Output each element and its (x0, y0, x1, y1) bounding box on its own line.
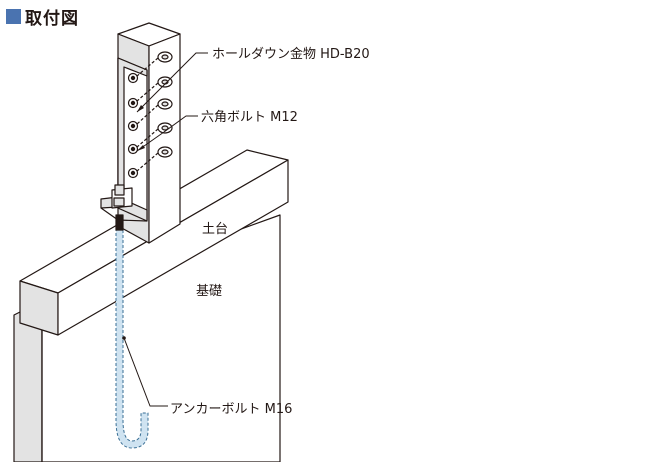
leader-arrowheads (122, 105, 145, 340)
anchor-bolt-label: アンカーボルト M16 (170, 402, 293, 417)
post-bolt-heads (157, 51, 173, 158)
hold-down-bracket (100, 57, 148, 222)
heading-square-icon (6, 9, 21, 24)
bracket-bolt-heads (127, 72, 139, 179)
foundation-label: 基礎 (196, 284, 223, 299)
sill-label: 土台 (202, 222, 229, 237)
heading-title: 取付図 (25, 9, 79, 29)
hex-bolt-label: 六角ボルト M12 (201, 110, 298, 125)
heading: 取付図 (6, 4, 79, 29)
hold-down-hardware-label: ホールダウン金物 HD-B20 (212, 47, 370, 62)
